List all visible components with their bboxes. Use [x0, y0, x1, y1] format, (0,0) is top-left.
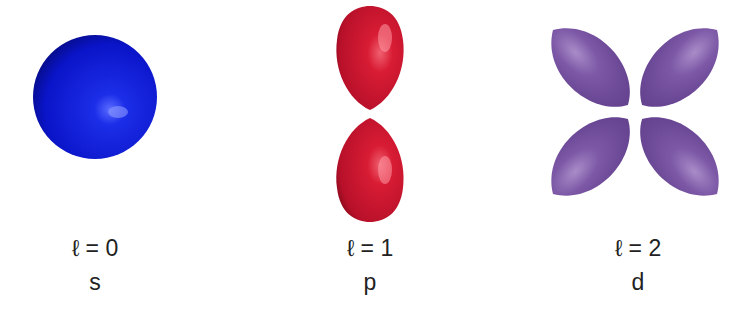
quantum-number: ℓ = 0 [72, 236, 118, 261]
p-orbital [336, 6, 403, 222]
quantum-number: ℓ = 2 [615, 236, 661, 261]
orbital-letter: p [364, 270, 377, 295]
orbital-letter: s [89, 270, 101, 295]
s-orbital [33, 35, 157, 159]
orbital-letter: d [632, 270, 645, 295]
quantum-number: ℓ = 1 [347, 236, 393, 261]
d-orbital [533, 10, 736, 213]
